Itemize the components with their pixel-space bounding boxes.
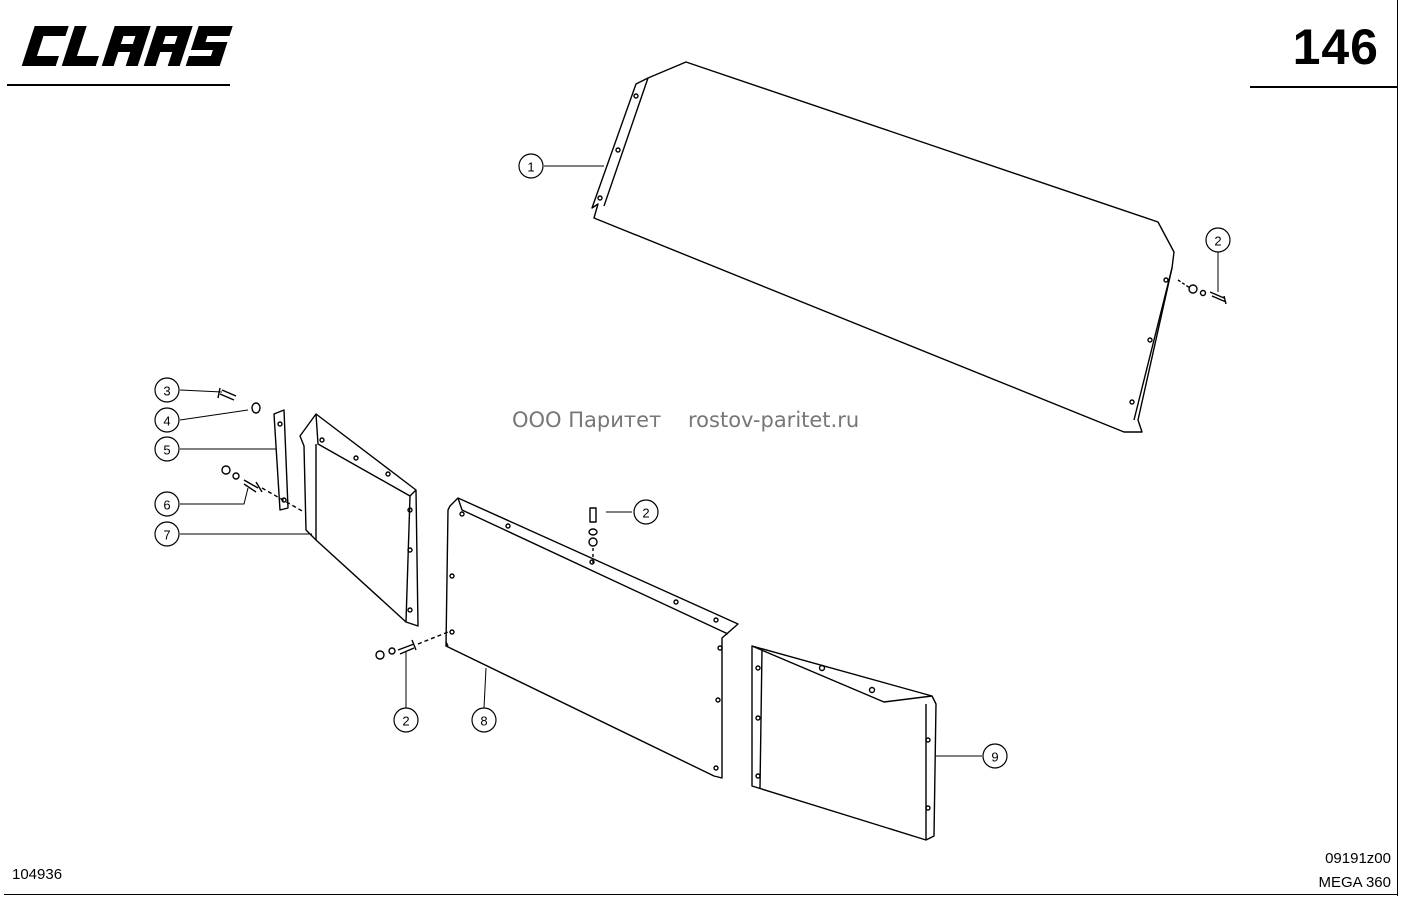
part-8-middle-panel — [445, 497, 739, 779]
callout-1a — [518, 153, 544, 179]
header-rule-left — [7, 84, 230, 86]
hardware-upper-right — [1188, 284, 1227, 305]
hardware-lower-left — [375, 631, 449, 660]
leader-lines — [179, 165, 1219, 757]
hardware-center-top — [588, 507, 598, 566]
part-1-upper-panel — [591, 61, 1175, 433]
callout-8 — [471, 707, 497, 733]
hardware-left-middle — [221, 465, 263, 493]
page-number: 146 — [1292, 19, 1379, 75]
callout-4 — [154, 407, 180, 433]
callout-4-label: 4 — [163, 414, 170, 429]
callout-5 — [154, 436, 180, 462]
callout-9 — [982, 743, 1008, 769]
part-9-right-panel — [751, 645, 937, 841]
callout-2b-label: 2 — [642, 506, 649, 521]
watermark-site: rostov-paritet.ru — [688, 408, 860, 432]
dash-lines — [261, 279, 1191, 513]
callout-9-label: 9 — [991, 750, 998, 765]
callout-1a-label: 1 — [527, 160, 534, 175]
watermark: ООО Паритет rostov-paritet.ru — [512, 408, 859, 432]
part-7-left-panel — [299, 413, 419, 627]
right-border — [1397, 0, 1398, 896]
callout-6 — [154, 491, 180, 517]
watermark-company: ООО Паритет — [512, 408, 662, 432]
callout-2c — [393, 707, 419, 733]
callout-7-label: 7 — [163, 528, 170, 543]
machine-model: MEGA 360 — [1318, 874, 1391, 891]
callout-7 — [154, 521, 180, 547]
callout-2c-label: 2 — [402, 714, 409, 729]
callout-3 — [154, 377, 180, 403]
claas-logo — [21, 26, 233, 66]
header-rule-right — [1250, 86, 1398, 88]
callout-2a — [1205, 227, 1231, 253]
callout-3-label: 3 — [163, 384, 170, 399]
callout-6-label: 6 — [163, 498, 170, 513]
hardware-left-top — [217, 387, 261, 414]
callout-5-label: 5 — [163, 443, 170, 458]
part-5-bracket — [273, 409, 289, 511]
callout-2b — [633, 499, 659, 525]
callout-8-label: 8 — [480, 714, 487, 729]
callout-2a-label: 2 — [1214, 234, 1221, 249]
drawing-number: 104936 — [12, 866, 63, 883]
bottom-border — [4, 894, 1398, 895]
drawing-code: 09191z00 — [1325, 850, 1391, 867]
